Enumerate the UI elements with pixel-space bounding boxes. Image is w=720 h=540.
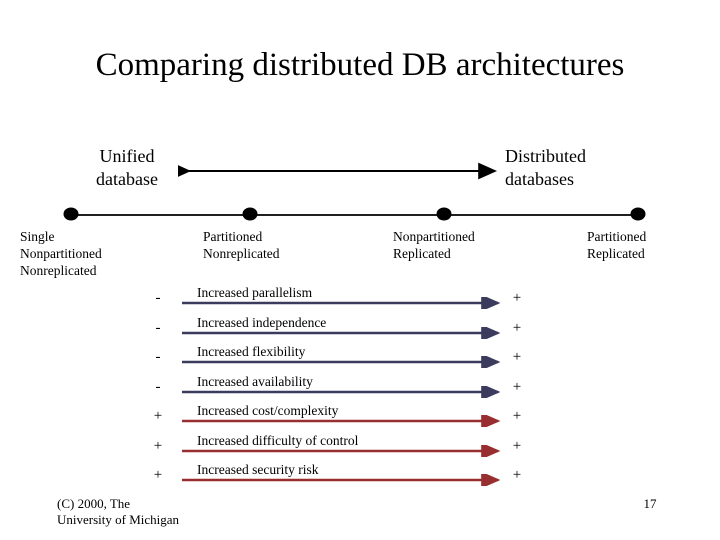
factor-left-sign: - (155, 319, 161, 336)
spectrum-right-caption: Distributed databases (505, 146, 586, 189)
factor-row: - Increased flexibility + (0, 344, 720, 374)
factor-label: Increased difficulty of control (197, 432, 359, 448)
factor-row: + Increased difficulty of control + (0, 433, 720, 463)
footer-page-number: 17 (643, 496, 657, 511)
factor-right-sign: + (512, 437, 522, 454)
axis-node-label-3: Partitioned Replicated (587, 229, 647, 261)
factor-left-sign: + (153, 467, 163, 483)
factor-arrow-icon (182, 297, 501, 309)
axis-node-dot (630, 207, 646, 221)
factor-arrow-icon (182, 385, 501, 398)
factor-right-sign: + (512, 290, 522, 306)
axis-node-dot (242, 207, 258, 221)
axis-node-dot (63, 207, 79, 221)
factor-row: - Increased independence + (0, 315, 720, 345)
factor-left-sign: - (155, 349, 161, 365)
factor-right-sign: + (512, 349, 522, 365)
factor-right-sign: + (512, 378, 522, 395)
factor-arrow-icon (182, 444, 501, 457)
factor-left-sign: - (155, 290, 161, 306)
factor-row: - Increased parallelism + (0, 285, 720, 315)
factor-label: Increased independence (197, 314, 327, 330)
factor-arrow-icon (182, 326, 501, 339)
factor-label: Increased flexibility (197, 344, 306, 359)
factor-left-sign: + (153, 437, 163, 454)
spectrum-left-caption: Unified database (96, 146, 158, 189)
page-title: Comparing distributed DB architectures (95, 47, 625, 83)
factor-label: Increased security risk (197, 462, 319, 477)
factor-row: + Increased cost/complexity + (0, 403, 720, 433)
axis-node-label-1: Partitioned Nonreplicated (203, 229, 280, 261)
footer-copyright: (C) 2000, The University of Michigan (57, 496, 180, 527)
factor-label: Increased parallelism (197, 285, 313, 300)
factor-arrow-icon (182, 356, 501, 368)
axis-node-dot (436, 207, 452, 221)
factor-list: - Increased parallelism + - Increased in… (0, 285, 720, 492)
factor-right-sign: + (512, 319, 522, 336)
architecture-axis (63, 207, 646, 221)
factor-label: Increased availability (197, 373, 313, 389)
factor-left-sign: - (155, 378, 161, 395)
factor-label: Increased cost/complexity (197, 403, 339, 418)
axis-node-label-2: Nonpartitioned Replicated (393, 229, 475, 261)
factor-row: - Increased availability + (0, 374, 720, 404)
axis-node-label-0: Single Nonpartitioned Nonreplicated (20, 229, 102, 278)
factor-right-sign: + (512, 467, 522, 483)
factor-row: + Increased security risk + (0, 462, 720, 492)
double-headed-arrow-icon (178, 162, 498, 180)
factor-left-sign: + (153, 408, 163, 424)
factor-arrow-icon (182, 415, 501, 427)
factor-arrow-icon (182, 474, 501, 486)
factor-right-sign: + (512, 408, 522, 424)
